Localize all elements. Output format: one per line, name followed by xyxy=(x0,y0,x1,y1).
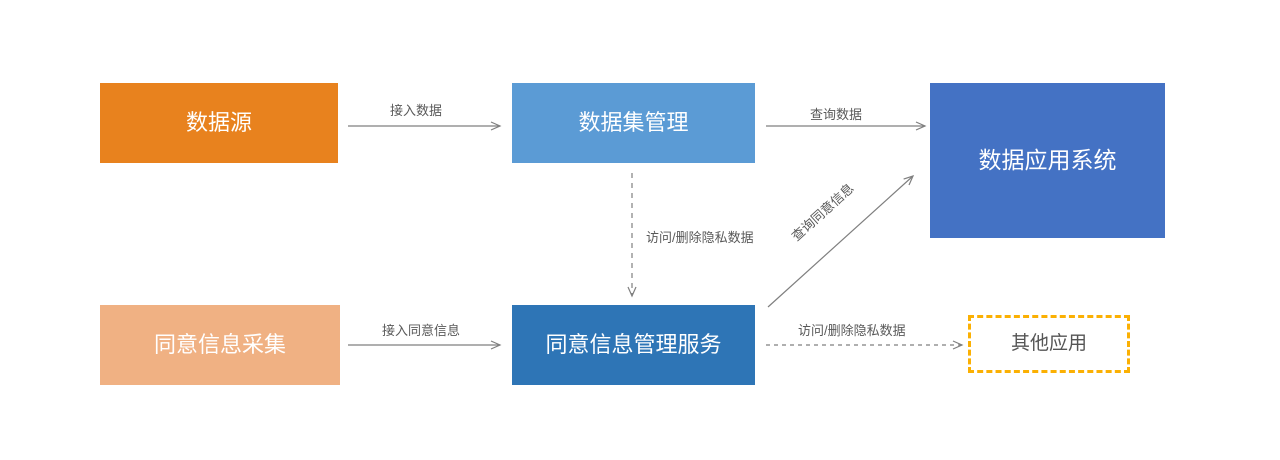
node-consent-collection[interactable]: 同意信息采集 xyxy=(100,305,340,385)
node-data-source-label: 数据源 xyxy=(185,109,252,135)
edge-label-access-delete-otherapp: 访问/删除隐私数据 xyxy=(798,323,906,338)
node-data-source[interactable]: 数据源 xyxy=(100,83,338,163)
node-other-app[interactable]: 其他应用 xyxy=(968,315,1130,373)
node-data-app-system-label: 数据应用系统 xyxy=(978,146,1117,173)
node-dataset-management-label: 数据集管理 xyxy=(578,109,689,135)
node-other-app-label: 其他应用 xyxy=(1010,332,1087,354)
node-data-app-system[interactable]: 数据应用系统 xyxy=(930,83,1165,238)
node-dataset-management[interactable]: 数据集管理 xyxy=(512,83,755,163)
node-consent-collection-label: 同意信息采集 xyxy=(153,331,286,357)
node-consent-service-label: 同意信息管理服务 xyxy=(545,331,722,357)
edge-label-access-delete-private: 访问/删除隐私数据 xyxy=(646,230,754,245)
edge-label-ingest-consent: 接入同意信息 xyxy=(382,323,461,338)
node-consent-service[interactable]: 同意信息管理服务 xyxy=(512,305,755,385)
edge-label-query-data: 查询数据 xyxy=(810,107,863,122)
edge-label-query-consent: 查询同意信息 xyxy=(788,180,857,244)
edge-label-ingest-data: 接入数据 xyxy=(390,103,443,118)
